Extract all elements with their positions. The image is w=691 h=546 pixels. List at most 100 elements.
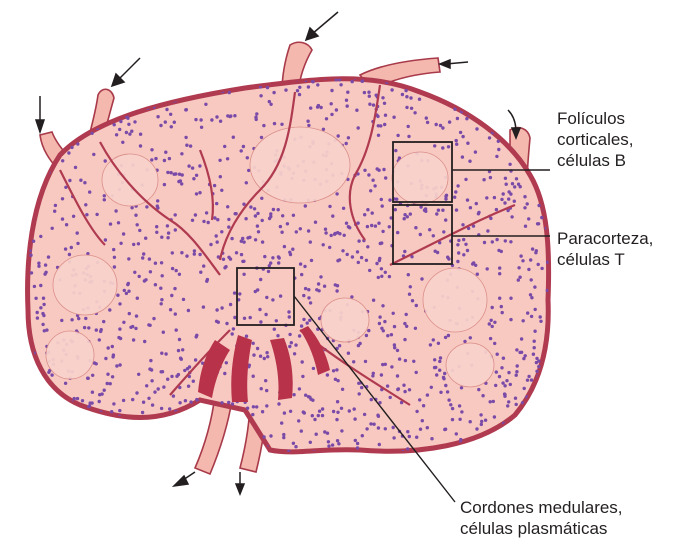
lymphocyte-dot bbox=[125, 85, 128, 88]
lymphocyte-dot bbox=[148, 324, 151, 327]
lymphocyte-dot bbox=[363, 213, 366, 216]
lymphocyte-dot bbox=[72, 215, 75, 218]
lymphocyte-dot bbox=[340, 407, 343, 410]
lymphocyte-dot bbox=[477, 388, 480, 391]
lymphocyte-dot bbox=[539, 185, 542, 188]
lymphocyte-dot bbox=[150, 148, 153, 151]
lymphocyte-dot bbox=[284, 88, 287, 91]
lymphocyte-dot bbox=[253, 207, 256, 210]
lymphocyte-dot bbox=[509, 240, 512, 243]
lymphocyte-dot bbox=[280, 123, 283, 126]
lymphocyte-dot bbox=[114, 447, 117, 450]
lymphocyte-dot bbox=[176, 416, 179, 419]
lymphocyte-dot bbox=[515, 374, 518, 377]
lymphocyte-dot bbox=[503, 384, 506, 387]
lymphocyte-dot bbox=[497, 118, 500, 121]
lymphocyte-dot bbox=[162, 441, 165, 444]
lymphocyte-dot bbox=[517, 278, 520, 281]
lymphocyte-dot bbox=[491, 453, 494, 456]
lymphocyte-dot bbox=[299, 262, 302, 265]
lymphocyte-dot bbox=[70, 318, 73, 321]
lymphocyte-dot bbox=[392, 436, 395, 439]
lymphocyte-dot bbox=[377, 222, 380, 225]
lymphocyte-dot bbox=[502, 192, 505, 195]
lymphocyte-dot bbox=[447, 398, 450, 401]
lymphocyte-dot bbox=[409, 212, 412, 215]
lymphocyte-dot bbox=[379, 124, 382, 127]
lymphocyte-dot bbox=[505, 439, 508, 442]
lymphocyte-dot bbox=[182, 436, 185, 439]
lymphocyte-dot bbox=[487, 76, 490, 79]
follicles-label-line2: corticales, bbox=[557, 129, 634, 150]
lymphocyte-dot bbox=[242, 240, 245, 243]
lymphocyte-dot bbox=[73, 99, 76, 102]
lymphocyte-dot bbox=[394, 149, 397, 152]
lymphocyte-dot bbox=[188, 437, 191, 440]
lymphocyte-dot bbox=[41, 312, 44, 315]
lymphocyte-dot bbox=[227, 225, 230, 228]
lymphocyte-dot bbox=[356, 442, 359, 445]
lymphocyte-dot bbox=[489, 217, 492, 220]
lymphocyte-dot bbox=[228, 91, 231, 94]
lymphocyte-dot bbox=[390, 88, 393, 91]
lymphocyte-dot bbox=[324, 231, 327, 234]
lymphocyte-dot bbox=[90, 132, 93, 135]
lymphocyte-dot bbox=[527, 120, 530, 123]
lymphocyte-dot bbox=[336, 400, 339, 403]
lymphocyte-dot bbox=[388, 275, 391, 278]
lymphocyte-dot bbox=[39, 306, 42, 309]
lymphocyte-dot bbox=[516, 364, 519, 367]
lymphocyte-dot bbox=[532, 132, 535, 135]
lymphocyte-dot bbox=[500, 198, 503, 201]
lymphocyte-dot bbox=[539, 320, 542, 323]
lymphocyte-dot bbox=[444, 384, 447, 387]
lymphocyte-dot bbox=[298, 86, 301, 89]
lymphocyte-dot bbox=[210, 118, 213, 121]
lymphocyte-dot bbox=[517, 110, 520, 113]
lymphocyte-dot bbox=[389, 396, 392, 399]
lymphocyte-dot bbox=[298, 334, 301, 337]
lymphocyte-dot bbox=[461, 135, 464, 138]
lymphocyte-dot bbox=[278, 256, 281, 259]
lymphocyte-dot bbox=[315, 433, 318, 436]
lymphocyte-dot bbox=[265, 389, 268, 392]
lymphocyte-dot bbox=[145, 384, 148, 387]
lymphocyte-dot bbox=[187, 309, 190, 312]
lymphocyte-dot bbox=[526, 422, 529, 425]
lymphocyte-dot bbox=[390, 333, 393, 336]
lymphocyte-dot bbox=[256, 212, 259, 215]
lymphocyte-dot bbox=[369, 422, 372, 425]
lymphocyte-dot bbox=[491, 306, 494, 309]
lymphocyte-dot bbox=[383, 102, 386, 105]
lymphocyte-dot bbox=[181, 173, 184, 176]
lymphocyte-dot bbox=[117, 221, 120, 224]
lymphocyte-dot bbox=[298, 93, 301, 96]
lymphocyte-dot bbox=[220, 306, 223, 309]
lymphocyte-dot bbox=[143, 340, 146, 343]
lymphocyte-dot bbox=[330, 113, 333, 116]
lymphocyte-dot bbox=[135, 314, 138, 317]
lymphocyte-dot bbox=[223, 145, 226, 148]
lymphocyte-dot bbox=[428, 228, 431, 231]
lymphocyte-dot bbox=[384, 176, 387, 179]
lymphocyte-dot bbox=[524, 225, 527, 228]
lymphocyte-dot bbox=[335, 418, 338, 421]
lymphocyte-dot bbox=[488, 136, 491, 139]
lymphocyte-dot bbox=[357, 126, 360, 129]
lymphocyte-dot bbox=[192, 177, 195, 180]
lymphocyte-dot bbox=[530, 378, 533, 381]
lymphocyte-dot bbox=[127, 290, 130, 293]
lymphocyte-dot bbox=[240, 253, 243, 256]
lymphocyte-dot bbox=[412, 360, 415, 363]
lymphocyte-dot bbox=[467, 95, 470, 98]
lymphocyte-dot bbox=[170, 375, 173, 378]
lymphocyte-dot bbox=[53, 210, 56, 213]
lymphocyte-dot bbox=[294, 445, 297, 448]
lymphocyte-dot bbox=[525, 75, 528, 78]
lymphocyte-dot bbox=[143, 279, 146, 282]
lymphocyte-dot bbox=[61, 197, 64, 200]
lymphocyte-dot bbox=[160, 407, 163, 410]
lymphocyte-dot bbox=[233, 316, 236, 319]
lymphocyte-dot bbox=[526, 311, 529, 314]
lymphocyte-dot bbox=[509, 318, 512, 321]
